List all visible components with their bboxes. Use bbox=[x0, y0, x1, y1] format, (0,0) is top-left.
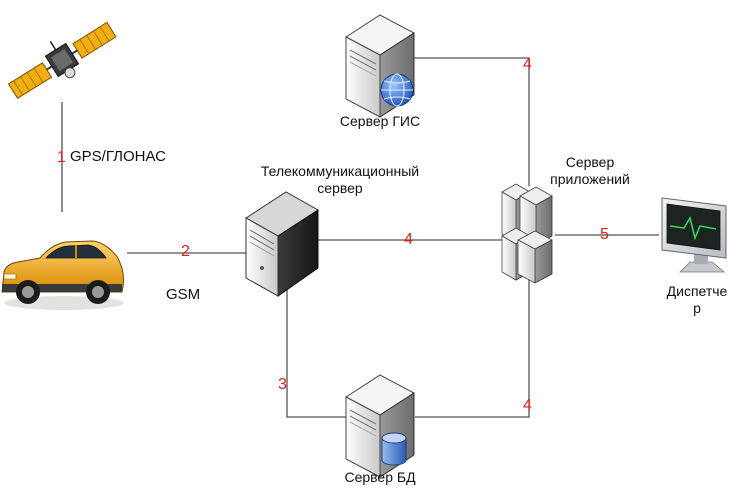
server-cluster-icon bbox=[501, 183, 553, 284]
gis-server-label: Сервер ГИС bbox=[339, 113, 421, 129]
telecom-server-label: Телекоммуникационный сервер bbox=[230, 163, 450, 197]
telecom-server-label-line2: сервер bbox=[317, 180, 363, 196]
server-database-icon bbox=[345, 374, 415, 478]
link-number-app-dispatcher: 5 bbox=[600, 226, 609, 243]
link-db-app bbox=[415, 280, 530, 418]
app-server-label-line2: приложений bbox=[550, 171, 630, 187]
dispatcher-label-line2: р bbox=[693, 300, 701, 316]
cluster-unit-front-right bbox=[517, 230, 553, 284]
connectors bbox=[61, 57, 659, 418]
gsm-label: GSM bbox=[166, 286, 201, 303]
link-number-gis-app: 4 bbox=[523, 56, 532, 73]
gps-label: GPS/ГЛОНАС bbox=[70, 148, 166, 165]
car-icon bbox=[1, 240, 124, 310]
link-number-satellite-car: 1 bbox=[57, 149, 66, 166]
app-server-label: Сервер приложений bbox=[540, 154, 640, 188]
dispatcher-label-line1: Диспетче bbox=[666, 283, 728, 299]
link-number-telecom-db: 3 bbox=[278, 376, 287, 393]
tower-server-icon bbox=[245, 191, 319, 297]
telecom-server-label-line1: Телекоммуникационный bbox=[260, 163, 420, 179]
link-gis-app bbox=[410, 57, 530, 186]
server-globe-icon bbox=[345, 14, 415, 118]
link-number-db-app: 4 bbox=[523, 397, 532, 414]
dispatcher-label: Диспетче р bbox=[655, 283, 739, 317]
monitor-icon bbox=[661, 197, 727, 273]
satellite-icon bbox=[7, 21, 117, 100]
link-number-car-telecom: 2 bbox=[181, 243, 190, 260]
app-server-label-line1: Сервер bbox=[565, 154, 615, 170]
link-telecom-db bbox=[286, 290, 346, 418]
db-server-label: Сервер БД bbox=[344, 469, 416, 485]
link-number-telecom-app: 4 bbox=[404, 231, 413, 248]
